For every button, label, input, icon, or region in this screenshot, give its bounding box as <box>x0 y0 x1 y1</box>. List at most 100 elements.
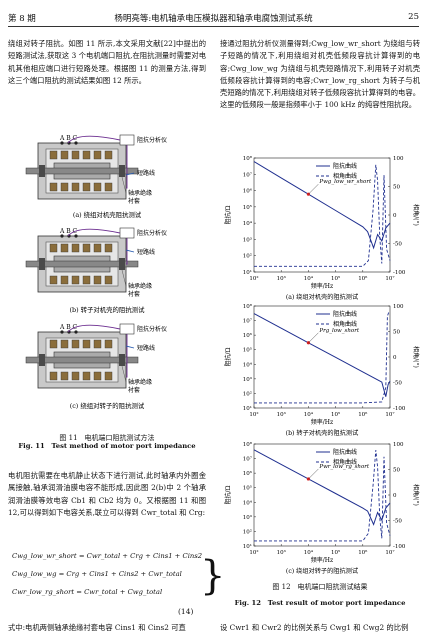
short-line <box>125 345 135 349</box>
impedance-curve <box>253 449 391 526</box>
y-tick-label: 10⁶ <box>243 332 253 339</box>
winding <box>71 371 80 381</box>
winding <box>93 182 102 192</box>
winding <box>82 339 91 349</box>
bearing-left <box>39 258 45 270</box>
x-axis-label: 频率/Hz <box>311 556 333 564</box>
x-axis-label: 频率/Hz <box>311 418 333 426</box>
y-tick-label: 10⁵ <box>243 347 252 354</box>
equation-number: (14) <box>178 607 194 616</box>
y2-axis-label: 相角/(°) <box>412 484 420 506</box>
analyzer-lead <box>67 324 121 333</box>
impedance-curve <box>253 313 391 397</box>
terminal <box>74 330 78 334</box>
bearing-left <box>39 354 45 366</box>
legend-phase-label: 相角曲线 <box>333 172 357 180</box>
header-rule <box>8 26 419 27</box>
winding <box>104 339 113 349</box>
annotation-pointer <box>308 184 319 195</box>
winding <box>82 243 91 253</box>
terminal-label: A B C <box>59 324 78 331</box>
y-tick-label: 10³ <box>243 514 252 521</box>
analyzer-label: 阻抗分析仪 <box>137 229 167 237</box>
winding <box>60 243 69 253</box>
bearing-right <box>119 165 125 177</box>
bearing-pointer <box>121 365 127 383</box>
annotation-pointer <box>308 332 319 343</box>
left-paragraph-2: 电机阻抗需要在电机静止状态下进行测试,此时轴承内外圈金属接触,轴承润滑油膜电容不… <box>8 471 206 517</box>
subfigure-caption: (b) 转子对机壳的阻抗测试 <box>69 305 145 314</box>
running-title: 杨明亮等:电机轴承电压模拟器和轴承电腐蚀测试系统 <box>114 14 313 24</box>
winding <box>82 150 91 160</box>
y2-tick-label: 50 <box>393 468 400 474</box>
x-tick-label: 10⁵ <box>331 275 340 282</box>
analyzer-lead <box>126 238 128 265</box>
y-tick-label: 10² <box>243 528 252 535</box>
winding <box>71 150 80 160</box>
legend-phase-label: 相角曲线 <box>333 320 357 328</box>
x-tick-label: 10⁷ <box>385 275 395 282</box>
winding <box>104 150 113 160</box>
y-tick-label: 10⁴ <box>243 499 253 506</box>
x-tick-label: 10⁵ <box>331 549 340 556</box>
bearing-left <box>39 165 45 177</box>
y-tick-label: 10⁷ <box>243 456 253 463</box>
y-tick-label: 10¹ <box>243 405 252 412</box>
winding <box>93 243 102 253</box>
x-tick-label: 10⁶ <box>358 411 368 418</box>
x-tick-label: 10⁴ <box>304 275 314 282</box>
plot-frame <box>253 157 391 273</box>
y-tick-label: 10⁵ <box>243 485 252 492</box>
y2-tick-label: 50 <box>393 185 400 191</box>
y-tick-label: 10³ <box>243 376 252 383</box>
y2-tick-label: -50 <box>393 242 402 248</box>
annotation-pointer <box>308 468 319 480</box>
bearing-right <box>119 354 125 366</box>
equation-row-2: Cwg_low_wg = Crg + Cins1 + Cins2 + Cwr_t… <box>12 570 182 578</box>
fig12-caption-cn: 图 12 电机端口阻抗测试结果 <box>272 583 368 591</box>
short-line <box>125 249 135 253</box>
phase-curve <box>254 311 390 404</box>
winding <box>49 150 58 160</box>
x-tick-label: 10⁵ <box>331 411 340 418</box>
y-tick-label: 10⁶ <box>243 188 253 195</box>
legend-impedance-label: 阻抗曲线 <box>333 310 357 318</box>
y2-tick-label: 100 <box>393 442 404 448</box>
short-line <box>125 172 135 176</box>
winding <box>71 275 80 285</box>
y-tick-label: 10⁵ <box>243 204 252 211</box>
terminal <box>74 234 78 238</box>
winding <box>93 150 102 160</box>
bearing-pointer <box>121 269 127 287</box>
terminal <box>60 330 64 334</box>
analyzer-box <box>119 227 135 239</box>
winding <box>82 371 91 381</box>
winding <box>49 275 58 285</box>
legend-phase-label: 相角曲线 <box>333 458 357 466</box>
x-tick-label: 10⁴ <box>304 411 314 418</box>
right-paragraph-1: 接通过阻抗分析仪测量得到;Cwg_low_wr_short 为绕组与转子短路的情… <box>220 39 420 110</box>
analyzer-box <box>119 323 135 335</box>
plot-frame <box>253 305 391 409</box>
issue-number: 第 8 期 <box>8 14 36 24</box>
winding <box>60 339 69 349</box>
y-tick-label: 10⁴ <box>243 361 253 368</box>
winding <box>93 339 102 349</box>
terminal-label: A B C <box>59 135 78 142</box>
x-tick-label: 10³ <box>277 411 286 418</box>
y-axis-label: 阻抗/Ω <box>224 347 232 366</box>
y-tick-label: 10² <box>243 253 252 260</box>
left-paragraph-1: 绕组对转子阻抗。如图 11 所示,本文采用文献[22]中提出的短路测试法,获取这… <box>8 39 206 85</box>
analyzer-lead <box>67 228 121 237</box>
short-line-label: 短路线 <box>137 248 155 256</box>
x-tick-label: 10⁶ <box>358 275 368 282</box>
winding <box>104 243 113 253</box>
bearing-label: 轴承绝缘 <box>128 189 152 197</box>
winding <box>60 150 69 160</box>
winding <box>49 339 58 349</box>
y-tick-label: 10⁴ <box>243 220 253 227</box>
y2-tick-label: -50 <box>393 519 402 525</box>
subfigure-caption: (c) 绕组对转子的阻抗测试 <box>70 401 145 410</box>
